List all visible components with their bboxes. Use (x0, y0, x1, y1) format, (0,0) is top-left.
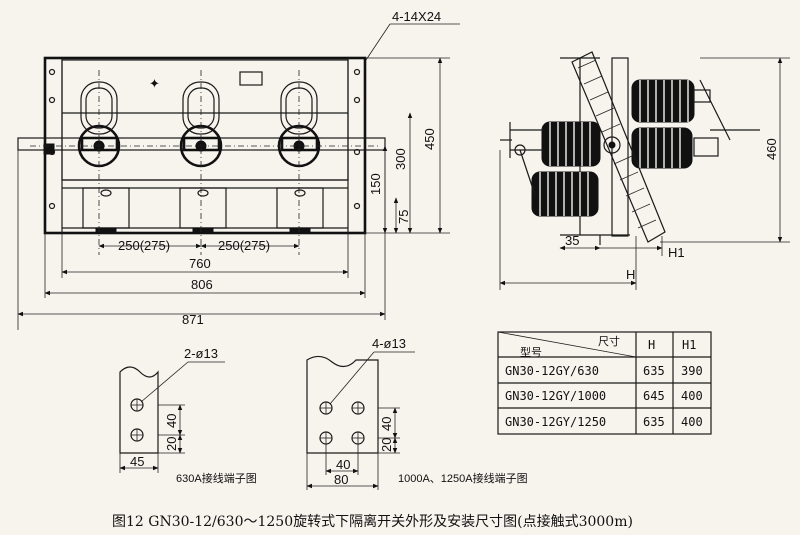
side-view: 35 H1 H 460 (499, 51, 790, 290)
dim-h: H (626, 267, 635, 282)
dim-460: 460 (764, 138, 779, 160)
side-insulator-mid-left (541, 121, 601, 167)
table-row-h: 645 (643, 389, 665, 403)
dim-150: 150 (368, 173, 383, 195)
side-insulator-upper-right (631, 79, 695, 123)
dim-h1: H1 (668, 245, 685, 260)
table-row-h1: 390 (681, 364, 703, 378)
dim-871: 871 (182, 312, 204, 327)
dim-450: 450 (422, 128, 437, 150)
terminal-630-dim-45: 45 (130, 454, 144, 469)
table-corner-bottom: 型号 (520, 345, 542, 359)
dim-760: 760 (189, 256, 211, 271)
bolt-leader (365, 23, 391, 61)
svg-text:✦: ✦ (149, 76, 160, 91)
side-insulator-mid-right (631, 127, 693, 169)
table-header-h1: H1 (682, 338, 696, 352)
table-row-h1: 400 (681, 415, 703, 429)
side-dims (499, 57, 790, 290)
shaft-coupling (43, 143, 55, 155)
dim-phase-spacing-b: 250(275) (218, 238, 270, 253)
terminal-630-dim-40: 40 (164, 414, 179, 428)
table-row-h: 635 (643, 415, 665, 429)
table-row-model: GN30-12GY/1000 (505, 389, 606, 403)
front-vertical-dims (365, 57, 450, 234)
front-inner-panel (61, 59, 349, 181)
terminal-1000-1250-diagram: 4-ø13 40 20 40 80 1000A、1250A接线端子图 (306, 336, 528, 490)
table-corner-top: 尺寸 (598, 334, 620, 348)
table-header-h: H (648, 338, 655, 352)
operating-linkage (500, 122, 545, 196)
bolt-label: 4-14X24 (392, 9, 441, 24)
side-insulator-lower-left (531, 171, 599, 217)
dim-300: 300 (393, 148, 408, 170)
front-view: ✦ (17, 9, 460, 330)
spec-table: 尺寸 型号 H H1 GN30-12GY/630 635 390 GN30-12… (497, 331, 712, 435)
terminal-630-hole-label: 2-ø13 (184, 346, 218, 361)
terminal-630-caption: 630A接线端子图 (176, 471, 257, 485)
rotating-blade (571, 51, 666, 243)
nameplate (239, 71, 263, 86)
dim-75: 75 (396, 210, 411, 224)
dim-806: 806 (191, 277, 213, 292)
terminal-1000-dim-80: 80 (334, 472, 348, 487)
pivot-icon (603, 136, 621, 154)
table-row-model: GN30-12GY/1250 (505, 415, 606, 429)
dim-phase-spacing-a: 250(275) (118, 238, 170, 253)
terminal-630-diagram: 2-ø13 40 20 45 630A接线端子图 (119, 346, 257, 485)
right-arm (693, 79, 760, 157)
dim-35: 35 (565, 233, 579, 248)
terminal-1000-caption: 1000A、1250A接线端子图 (398, 471, 528, 485)
terminal-1000-dim-40v: 40 (379, 417, 394, 431)
front-horizontal-dims (17, 150, 386, 330)
table-row-model: GN30-12GY/630 (505, 364, 599, 378)
terminal-630-dim-20: 20 (164, 437, 179, 451)
table-row-h: 635 (643, 364, 665, 378)
table-row-h1: 400 (681, 389, 703, 403)
terminal-1000-dim-40h: 40 (336, 457, 350, 472)
figure-caption: 图12 GN30-12/630～1250旋转式下隔离开关外形及安装尺寸图(点接触… (112, 513, 633, 530)
lower-compartments (62, 187, 348, 234)
terminal-1000-dim-20: 20 (379, 438, 394, 452)
mounting-holes (48, 68, 361, 210)
terminal-1000-hole-label: 4-ø13 (372, 336, 406, 351)
